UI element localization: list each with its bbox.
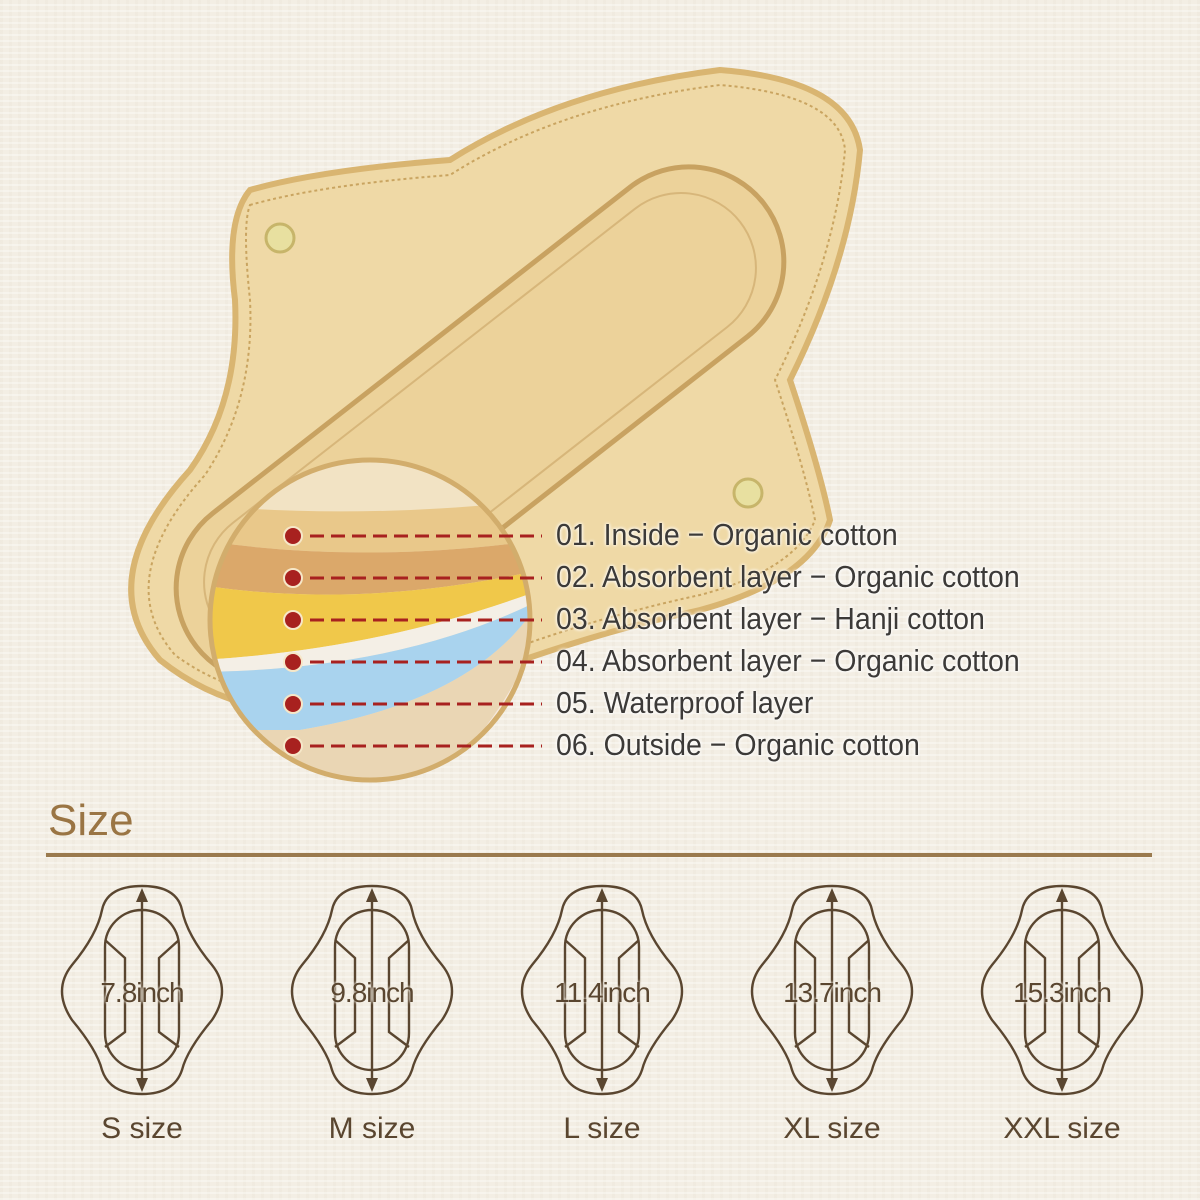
layer-description: Inside − Organic cotton — [603, 517, 898, 552]
layer-label: 06. Outside − Organic cotton — [556, 727, 920, 763]
size-item: 7.8inch S size — [42, 880, 242, 1170]
size-item: 9.8inch M size — [272, 880, 472, 1170]
layer-label: 05. Waterproof layer — [556, 685, 813, 721]
layer-number: 05. — [556, 685, 596, 720]
pad-outline-icon — [750, 884, 914, 1096]
size-name: L size — [563, 1112, 641, 1145]
layer-marker-dot — [283, 610, 303, 630]
layer-description: Absorbent layer − Organic cotton — [602, 559, 1020, 594]
layer-marker-dot — [283, 736, 303, 756]
size-name: M size — [328, 1112, 416, 1145]
size-length: 15.3inch — [1013, 977, 1112, 1008]
size-item: 11.4inch L size — [502, 880, 702, 1170]
pad-outline-icon — [60, 884, 224, 1096]
layer-description: Absorbent layer − Hanji cotton — [602, 601, 985, 636]
layer-label: 01. Inside − Organic cotton — [556, 517, 898, 553]
layer-markers — [283, 526, 542, 756]
layer-number: 02. — [556, 559, 596, 594]
layer-marker-dot — [283, 568, 303, 588]
snap-button — [732, 477, 764, 509]
size-name: S size — [101, 1112, 183, 1145]
layer-number: 04. — [556, 643, 596, 678]
layer-label: 03. Absorbent layer − Hanji cotton — [556, 601, 985, 637]
size-divider — [46, 853, 1152, 857]
layer-number: 01. — [556, 517, 596, 552]
magnified-layers — [210, 460, 530, 780]
size-section-title: Size — [48, 796, 134, 845]
layer-marker-dot — [283, 526, 303, 546]
size-name: XL size — [783, 1112, 881, 1145]
layer-number: 03. — [556, 601, 596, 636]
size-length: 7.8inch — [100, 977, 184, 1008]
layer-label: 04. Absorbent layer − Organic cotton — [556, 643, 1020, 679]
layer-marker-dot — [283, 652, 303, 672]
size-item: 15.3inch XXL size — [962, 880, 1162, 1170]
layer-label: 02. Absorbent layer − Organic cotton — [556, 559, 1020, 595]
layer-description: Outside − Organic cotton — [603, 727, 920, 762]
pad-outline-icon — [290, 884, 454, 1096]
pad-outline-icon — [980, 884, 1144, 1096]
layer-number: 06. — [556, 727, 596, 762]
size-item: 13.7inch XL size — [732, 880, 932, 1170]
layer-marker-dot — [283, 694, 303, 714]
size-length: 11.4inch — [554, 977, 651, 1008]
size-length: 13.7inch — [783, 977, 882, 1008]
size-name: XXL size — [1003, 1112, 1121, 1145]
size-length: 9.8inch — [330, 977, 414, 1008]
pad-illustration — [128, 66, 864, 783]
layer-description: Absorbent layer − Organic cotton — [602, 643, 1020, 678]
layer-description: Waterproof layer — [603, 685, 814, 720]
snap-button — [264, 222, 296, 254]
pad-outline-icon — [520, 884, 684, 1096]
